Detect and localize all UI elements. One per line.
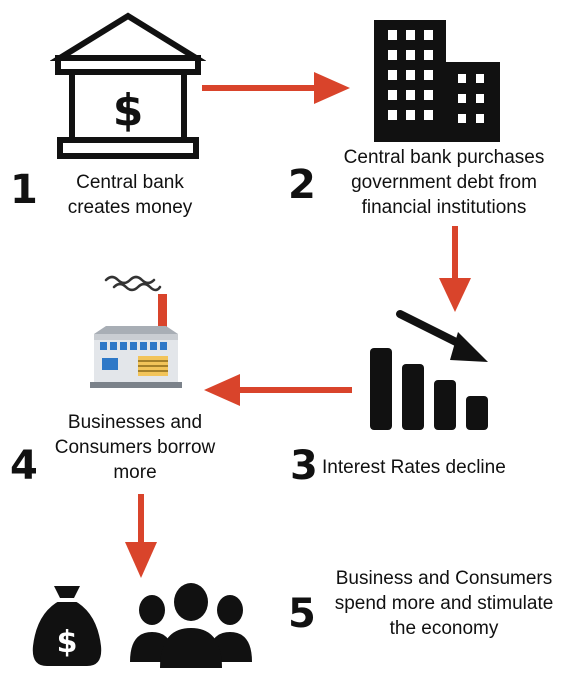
step-5-label: Business and Consumers spend more and st… xyxy=(334,568,554,639)
bank-icon: $ xyxy=(50,12,206,164)
arrow-left xyxy=(202,372,352,408)
factory-icon xyxy=(86,272,186,396)
step-1-number: 1 xyxy=(10,167,38,213)
step-3-number: 3 xyxy=(290,443,318,489)
step-5-number: 5 xyxy=(288,591,316,637)
step-1-label: Central bank creates money xyxy=(67,172,193,218)
step-2-label: Central bank purchases government debt f… xyxy=(343,147,545,218)
arrow-down xyxy=(437,226,473,314)
step-2-number: 2 xyxy=(288,162,316,208)
step-3-label: Interest Rates decline xyxy=(322,457,506,478)
svg-text:$: $ xyxy=(57,625,78,660)
declining-bar-chart-icon xyxy=(366,308,494,432)
arrow-right xyxy=(202,70,352,106)
people-group-icon xyxy=(126,580,256,670)
svg-text:$: $ xyxy=(113,85,144,136)
arrow-down xyxy=(123,494,159,580)
step-4-label: Businesses and Consumers borrow more xyxy=(54,412,216,483)
office-building-icon xyxy=(374,20,500,142)
money-bag-icon: $ xyxy=(24,582,110,668)
step-4-number: 4 xyxy=(10,443,38,489)
